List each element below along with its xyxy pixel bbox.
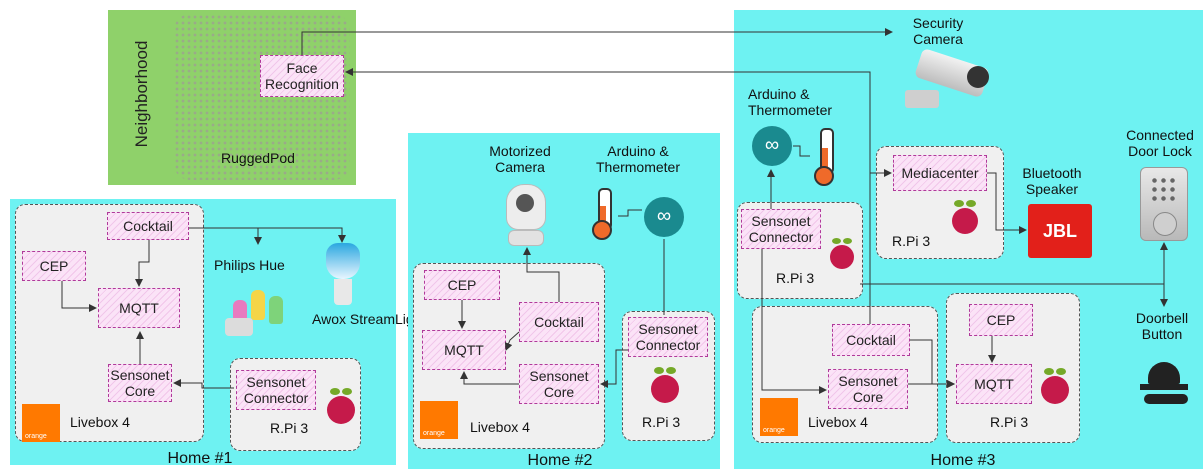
home3-rpi-label-c: R.Pi 3 xyxy=(990,414,1029,430)
face-to-camera-arrow xyxy=(301,28,893,55)
home3-arduino-icon: ∞ xyxy=(752,126,792,166)
philips-hue-label: Philips Hue xyxy=(214,257,285,273)
home1-cocktail-to-awox xyxy=(189,227,346,243)
home2-cocktail-to-camera xyxy=(523,247,560,302)
home3-cocktail-box: Cocktail xyxy=(832,324,910,356)
home2-orange-logo: orange xyxy=(420,401,458,439)
home3-mediacenter-to-speaker xyxy=(987,172,1027,234)
home1-rpi-label: R.Pi 3 xyxy=(270,420,309,436)
bluetooth-speaker-label: Bluetooth Speaker xyxy=(1022,165,1082,198)
home2-cocktail-box: Cocktail xyxy=(519,302,599,342)
home2-title: Home #2 xyxy=(527,452,593,469)
home3-connector-to-core xyxy=(761,249,827,394)
home1-sensonet-connector-box: Sensonet Connector xyxy=(236,370,316,410)
home3-cocktail-to-mqtt-route xyxy=(910,339,955,388)
home1-rpi-icon xyxy=(322,386,358,426)
home3-arduino-to-thermo xyxy=(793,145,810,157)
home3-sensonet-connector-box: Sensonet Connector xyxy=(741,209,821,249)
door-lock-label: Connected Door Lock xyxy=(1126,127,1194,160)
home3-cep-box: CEP xyxy=(969,304,1033,336)
home3-orange-logo: orange xyxy=(760,398,798,436)
home1-cocktail-box: Cocktail xyxy=(107,212,189,240)
home3-rpi-label-b: R.Pi 3 xyxy=(892,233,931,249)
home3-rpi-icon-c xyxy=(1036,366,1072,410)
home1-cep-box: CEP xyxy=(22,251,86,281)
home3-mqtt-box: MQTT xyxy=(956,364,1032,404)
home3-bus-to-doorlock xyxy=(860,242,1168,285)
home2-sensonet-connector-box: Sensonet Connector xyxy=(628,317,708,357)
home3-livebox-label: Livebox 4 xyxy=(808,414,868,430)
doorbell-image xyxy=(1138,356,1192,406)
home1-title: Home #1 xyxy=(167,450,233,467)
home3-sensonet-core-box: Sensonet Core xyxy=(828,369,908,409)
philips-hue-bulbs-image xyxy=(225,278,295,338)
home2-mqtt-box: MQTT xyxy=(422,330,506,370)
home3-mediacenter-box: Mediacenter xyxy=(893,155,987,191)
home2-livebox-label: Livebox 4 xyxy=(470,419,530,435)
doorbell-label: Doorbell Button xyxy=(1135,310,1189,343)
door-lock-image xyxy=(1140,167,1188,241)
home2-thermometer-icon xyxy=(590,188,616,240)
awox-streamlight-image xyxy=(320,243,368,307)
home1-cocktail-to-mqtt xyxy=(135,240,150,287)
home2-cep-box: CEP xyxy=(424,270,500,300)
motorized-camera-image xyxy=(500,184,550,246)
home1-sensonet-core-box: Sensonet Core xyxy=(108,364,172,402)
face-recognition-box: Face Recognition xyxy=(260,55,344,97)
ruggedpod-image xyxy=(174,14,350,180)
home1-connector-to-core xyxy=(173,379,234,389)
home3-rpi-icon-a xyxy=(826,236,858,272)
home3-thermometer-icon xyxy=(812,128,838,188)
home1-cep-to-mqtt xyxy=(61,281,97,312)
ruggedpod-label: RuggedPod xyxy=(221,150,295,166)
home2-core-to-mqtt xyxy=(460,371,519,385)
home2-connector-to-core xyxy=(600,349,628,388)
home2-rpi-label: R.Pi 3 xyxy=(642,414,681,430)
home3-to-face-arrow xyxy=(345,68,871,310)
security-camera-label: Security Camera xyxy=(912,15,964,48)
home3-rpi-icon-b xyxy=(948,198,982,238)
home2-thermo-to-arduino xyxy=(618,209,642,217)
home1-livebox-label: Livebox 4 xyxy=(70,414,130,430)
jbl-speaker-image: JBL xyxy=(1028,204,1092,258)
motorized-camera-label: Motorized Camera xyxy=(489,143,551,176)
home1-mqtt-box: MQTT xyxy=(98,288,180,328)
home3-rpi-label-a: R.Pi 3 xyxy=(776,270,815,286)
home2-rpi-icon xyxy=(646,365,682,407)
home3-cocktail-to-mediacenter xyxy=(869,169,892,324)
home1-orange-logo: orange xyxy=(22,404,60,442)
home3-arduino-label: Arduino & Thermometer xyxy=(748,86,833,119)
home3-title: Home #3 xyxy=(930,452,996,469)
home1-cocktail-to-hue xyxy=(189,227,262,245)
security-camera-image xyxy=(905,47,997,110)
awox-label: Awox StreamLight xyxy=(312,311,426,327)
home2-arduino-icon: ∞ xyxy=(644,197,684,237)
home2-arduino-label: Arduino & Thermometer xyxy=(595,143,681,176)
home2-cocktail-to-mqtt xyxy=(504,331,520,351)
home2-sensonet-core-box: Sensonet Core xyxy=(519,364,599,404)
